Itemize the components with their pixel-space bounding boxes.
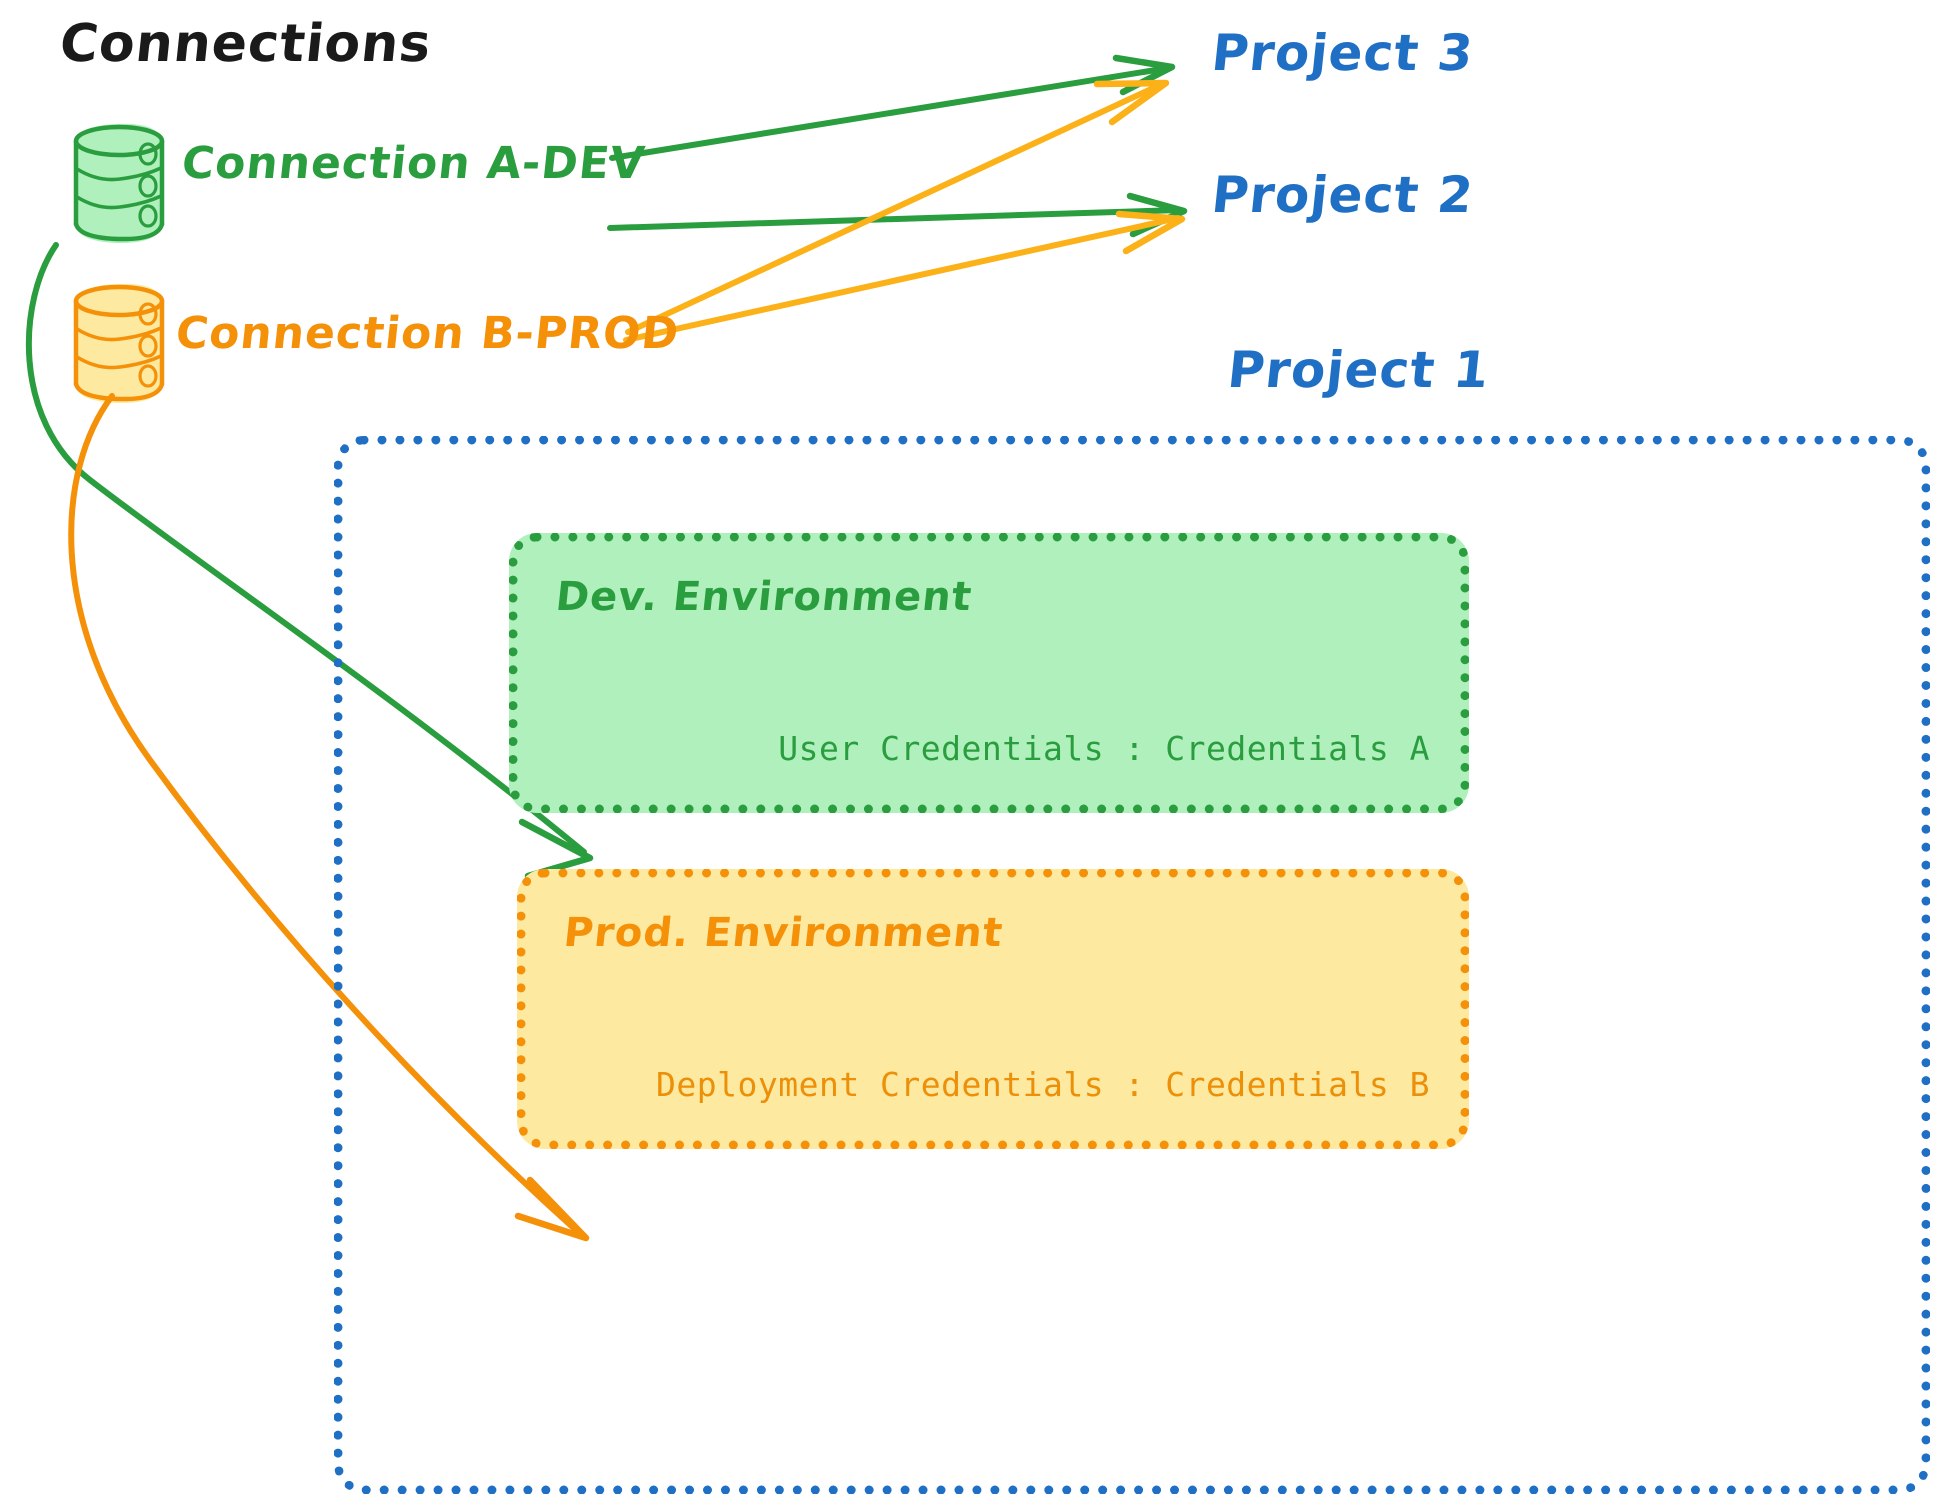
arrow-b-prod-to-project-2 [623,210,1186,343]
prod-environment-title: Prod. Environment [561,910,1006,956]
connection-label-b-prod[interactable]: Connection B-PROD [173,308,682,359]
database-cylinder-icon-b-prod [73,283,165,404]
connection-label-a-dev[interactable]: Connection A-DEV [179,138,648,189]
project-1-container: Dev. Environment User Credentials : Cred… [334,436,1930,1494]
prod-environment-credentials: Deployment Credentials : Credentials B [656,1065,1430,1104]
project-label-project-1[interactable]: Project 1 [1224,341,1493,399]
arrow-a-dev-to-project-3 [609,54,1176,161]
arrow-a-dev-to-project-2 [607,192,1188,238]
prod-environment-box[interactable]: Prod. Environment Deployment Credentials… [517,869,1469,1149]
project-label-project-2[interactable]: Project 2 [1208,166,1477,224]
arrow-b-prod-to-project-3 [625,79,1170,335]
arrow-b-prod-to-prod-environment [68,393,590,1242]
project-label-project-3[interactable]: Project 3 [1208,24,1477,82]
dev-environment-box[interactable]: Dev. Environment User Credentials : Cred… [509,533,1469,813]
dev-environment-credentials: User Credentials : Credentials A [778,729,1430,768]
dev-environment-title: Dev. Environment [553,574,975,620]
page-title: Connections [56,14,435,74]
database-cylinder-icon-a-dev [73,123,165,244]
